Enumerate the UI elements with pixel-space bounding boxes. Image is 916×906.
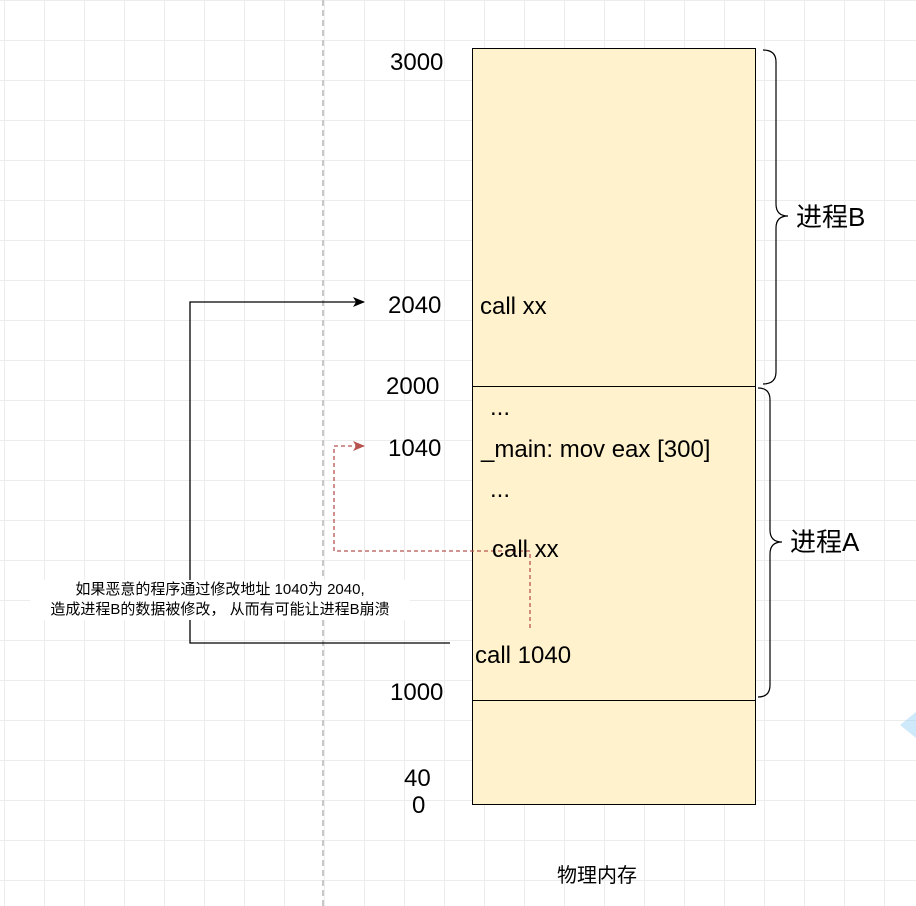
address-2040: 2040 [388, 292, 442, 319]
collapse-handle-icon[interactable] [898, 712, 916, 738]
malicious-modification-note: 如果恶意的程序通过修改地址 1040为 2040, 造成进程B的数据被修改， 从… [30, 580, 410, 620]
malicious-jump-arrow[interactable] [189, 297, 450, 644]
address-1000: 1000 [390, 679, 444, 706]
ellipsis-middle: ... [490, 476, 511, 503]
process-a-memory-block[interactable] [472, 386, 756, 701]
address-1040: 1040 [388, 435, 442, 462]
main-entry-instruction: _main: mov eax [300] [481, 436, 711, 463]
call-1040-instruction: call 1040 [475, 642, 572, 669]
note-line-2: 造成进程B的数据被修改， 从而有可能让进程B崩溃 [50, 601, 390, 618]
address-40: 40 [404, 765, 431, 792]
address-2000: 2000 [386, 373, 440, 400]
process-b-call-instruction: call xx [480, 293, 547, 320]
page-guide-line [322, 0, 324, 906]
process-b-label: 进程B [796, 202, 866, 232]
physical-memory-caption: 物理内存 [557, 865, 637, 887]
address-0: 0 [412, 792, 426, 819]
normal-call-arrow[interactable] [333, 441, 531, 628]
process-b-brace [762, 49, 789, 385]
process-a-brace [757, 387, 783, 698]
process-b-memory-block[interactable] [472, 48, 756, 387]
process-a-call-instruction: call xx [492, 536, 559, 563]
low-memory-block[interactable] [472, 700, 756, 805]
ellipsis-top: ... [490, 394, 511, 421]
address-3000: 3000 [390, 49, 444, 76]
note-line-1: 如果恶意的程序通过修改地址 1040为 2040, [75, 581, 365, 598]
process-a-label: 进程A [790, 527, 860, 557]
